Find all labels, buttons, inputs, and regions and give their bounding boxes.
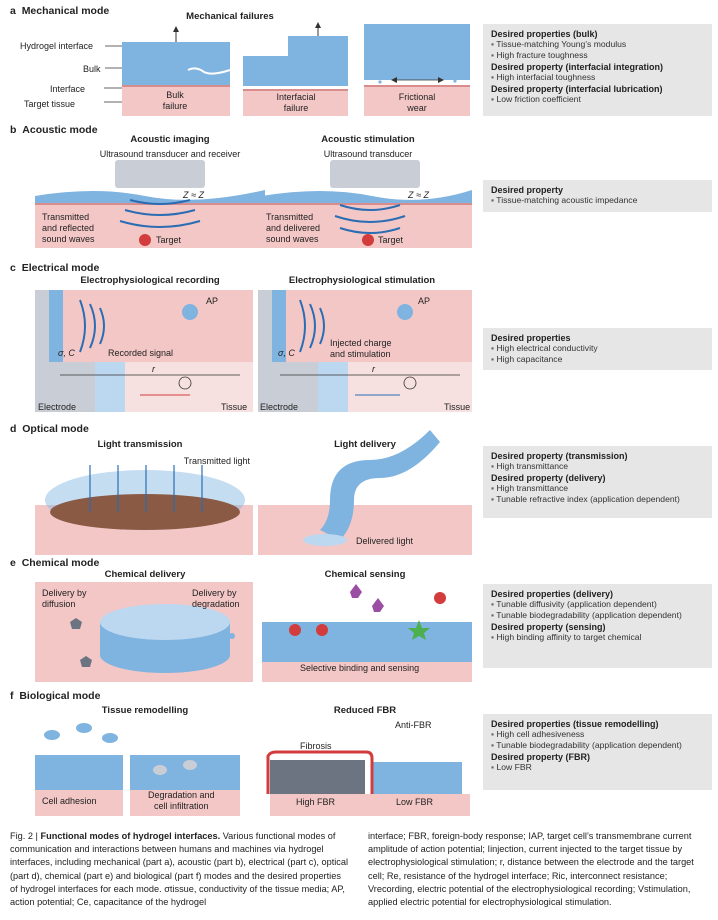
section-a-title: a Mechanical mode bbox=[10, 5, 110, 17]
z-left: Z ≈ Z bbox=[183, 190, 204, 200]
section-f-title: f Biological mode bbox=[10, 690, 101, 702]
ap-right: AP bbox=[418, 296, 431, 306]
electrode-left: Electrode bbox=[38, 402, 77, 412]
acoustic-imaging-target: Target bbox=[156, 235, 182, 245]
light-transmission-title: Light transmission bbox=[97, 439, 183, 450]
recorded-signal: Recorded signal bbox=[108, 348, 174, 358]
chemical-sensing-title: Chemical sensing bbox=[324, 569, 406, 580]
selective-binding-label: Selective binding and sensing bbox=[300, 663, 420, 673]
section-c-title: c Electrical mode bbox=[10, 262, 100, 274]
cell-adhesion-label: Cell adhesion bbox=[42, 796, 97, 806]
acoustic-stimulation-target: Target bbox=[378, 235, 404, 245]
delivery-diffusion: Delivery by diffusion bbox=[42, 588, 87, 609]
delivery-degradation: Delivery by degradation bbox=[192, 588, 240, 609]
r-right: r bbox=[372, 364, 375, 374]
panel-interfacial-failure: Interfacial failure bbox=[276, 92, 316, 113]
label-target-tissue: Target tissue bbox=[24, 99, 76, 109]
acoustic-stimulation-title: Acoustic stimulation bbox=[321, 134, 415, 145]
degradation-label: Degradation and cell infiltration bbox=[148, 790, 215, 811]
props-box-d: Desired property (transmission) High tra… bbox=[483, 446, 712, 518]
injected-charge: Injected charge and stimulation bbox=[330, 338, 392, 359]
props-box-c: Desired properties High electrical condu… bbox=[483, 328, 712, 370]
light-delivery-title: Light delivery bbox=[334, 439, 396, 450]
anti-fbr-label: Anti-FBR bbox=[395, 720, 432, 730]
fibrosis-label: Fibrosis bbox=[300, 741, 332, 751]
z-right: Z ≈ Z bbox=[408, 190, 429, 200]
optical-illustration bbox=[35, 430, 472, 555]
mechanical-illustration bbox=[104, 22, 470, 116]
acoustic-imaging-title: Acoustic imaging bbox=[130, 134, 210, 145]
section-a-header: Mechanical failures bbox=[186, 11, 274, 22]
section-e-title: e Chemical mode bbox=[10, 557, 100, 569]
acoustic-stimulation-subtitle: Ultrasound transducer bbox=[323, 149, 413, 159]
panel-frictional-wear: Frictional wear bbox=[398, 92, 436, 113]
acoustic-imaging-text: Transmitted and reflected sound waves bbox=[42, 212, 95, 244]
acoustic-imaging-subtitle: Ultrasound transducer and receiver bbox=[99, 149, 241, 159]
panel-bulk-failure: Bulk failure bbox=[162, 90, 188, 111]
ephys-stimulation-title: Electrophysiological stimulation bbox=[288, 275, 436, 286]
props-box-f: Desired properties (tissue remodelling) … bbox=[483, 714, 712, 790]
tissue-left: Tissue bbox=[221, 402, 248, 412]
ephys-recording-title: Electrophysiological recording bbox=[80, 275, 220, 286]
r-left: r bbox=[152, 364, 155, 374]
section-d-title: d Optical mode bbox=[10, 423, 89, 435]
props-box-b: Desired property Tissue-matching acousti… bbox=[483, 180, 712, 212]
label-interface: Interface bbox=[50, 84, 86, 94]
electrode-right: Electrode bbox=[260, 402, 299, 412]
sigma-c-left: σ, C bbox=[58, 348, 75, 358]
biological-illustration bbox=[35, 723, 470, 816]
chemical-illustration bbox=[35, 582, 472, 682]
low-fbr-label: Low FBR bbox=[396, 797, 434, 807]
tissue-right: Tissue bbox=[444, 402, 471, 412]
transmitted-light-label: Transmitted light bbox=[183, 456, 250, 466]
sigma-c-right: σ, C bbox=[278, 348, 295, 358]
figure-caption-col1: Fig. 2 | Functional modes of hydrogel in… bbox=[10, 831, 349, 908]
label-hydrogel-interface: Hydrogel interface bbox=[20, 41, 94, 51]
electrical-illustration bbox=[35, 290, 472, 412]
props-box-e: Desired properties (delivery) Tunable di… bbox=[483, 584, 712, 668]
acoustic-stimulation-text: Transmitted and delivered sound waves bbox=[266, 212, 321, 244]
delivered-light-label: Delivered light bbox=[356, 536, 414, 546]
acoustic-illustration bbox=[35, 160, 472, 248]
section-b-title: b Acoustic mode bbox=[10, 124, 98, 136]
figure-caption-col2: interface; FBR, foreign-body response; I… bbox=[368, 831, 694, 908]
chemical-delivery-title: Chemical delivery bbox=[104, 569, 186, 580]
tissue-remodelling-title: Tissue remodelling bbox=[101, 705, 189, 716]
reduced-fbr-title: Reduced FBR bbox=[333, 705, 397, 716]
label-bulk: Bulk bbox=[83, 64, 101, 74]
high-fbr-label: High FBR bbox=[296, 797, 336, 807]
props-box-a: Desired properties (bulk) Tissue-matchin… bbox=[483, 24, 712, 116]
ap-left: AP bbox=[206, 296, 219, 306]
